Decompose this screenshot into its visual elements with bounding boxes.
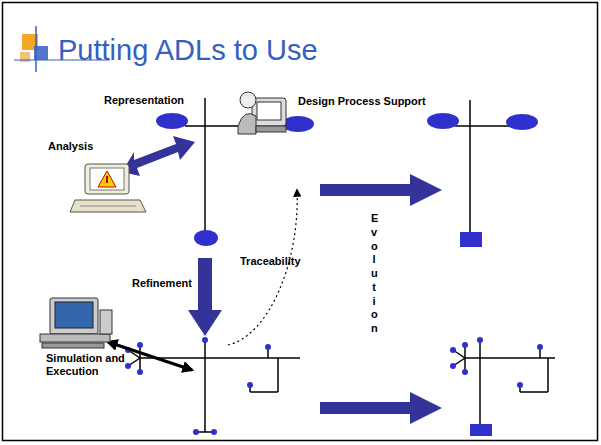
evolved-refined-architecture — [453, 340, 555, 432]
evolution-arrow — [320, 174, 442, 206]
traceability-arrow — [228, 190, 297, 345]
block-arrows — [122, 136, 442, 424]
slide-border — [3, 3, 598, 441]
refined-architecture — [128, 340, 300, 432]
simulation-label: Simulation and Execution — [46, 352, 126, 377]
analysis-arrow — [122, 136, 195, 176]
design-support-label: Design Process Support — [298, 95, 426, 108]
representation-label: Representation — [104, 94, 184, 107]
evolution-arrow — [320, 392, 442, 424]
refinement-arrow — [188, 258, 222, 336]
analysis-icon — [70, 164, 146, 212]
connection-dots — [450, 337, 543, 436]
architecture-sketch — [156, 98, 314, 246]
evolution-label: Evolution — [371, 212, 377, 336]
evolved-architecture — [427, 100, 538, 247]
design-support-icon — [238, 92, 286, 134]
analysis-label: Analysis — [48, 140, 93, 153]
slide-title: Putting ADLs to Use — [58, 34, 318, 67]
connection-dots — [125, 337, 271, 435]
traceability-label: Traceability — [240, 255, 301, 268]
refinement-label: Refinement — [132, 277, 192, 290]
computer-icon — [40, 298, 112, 348]
